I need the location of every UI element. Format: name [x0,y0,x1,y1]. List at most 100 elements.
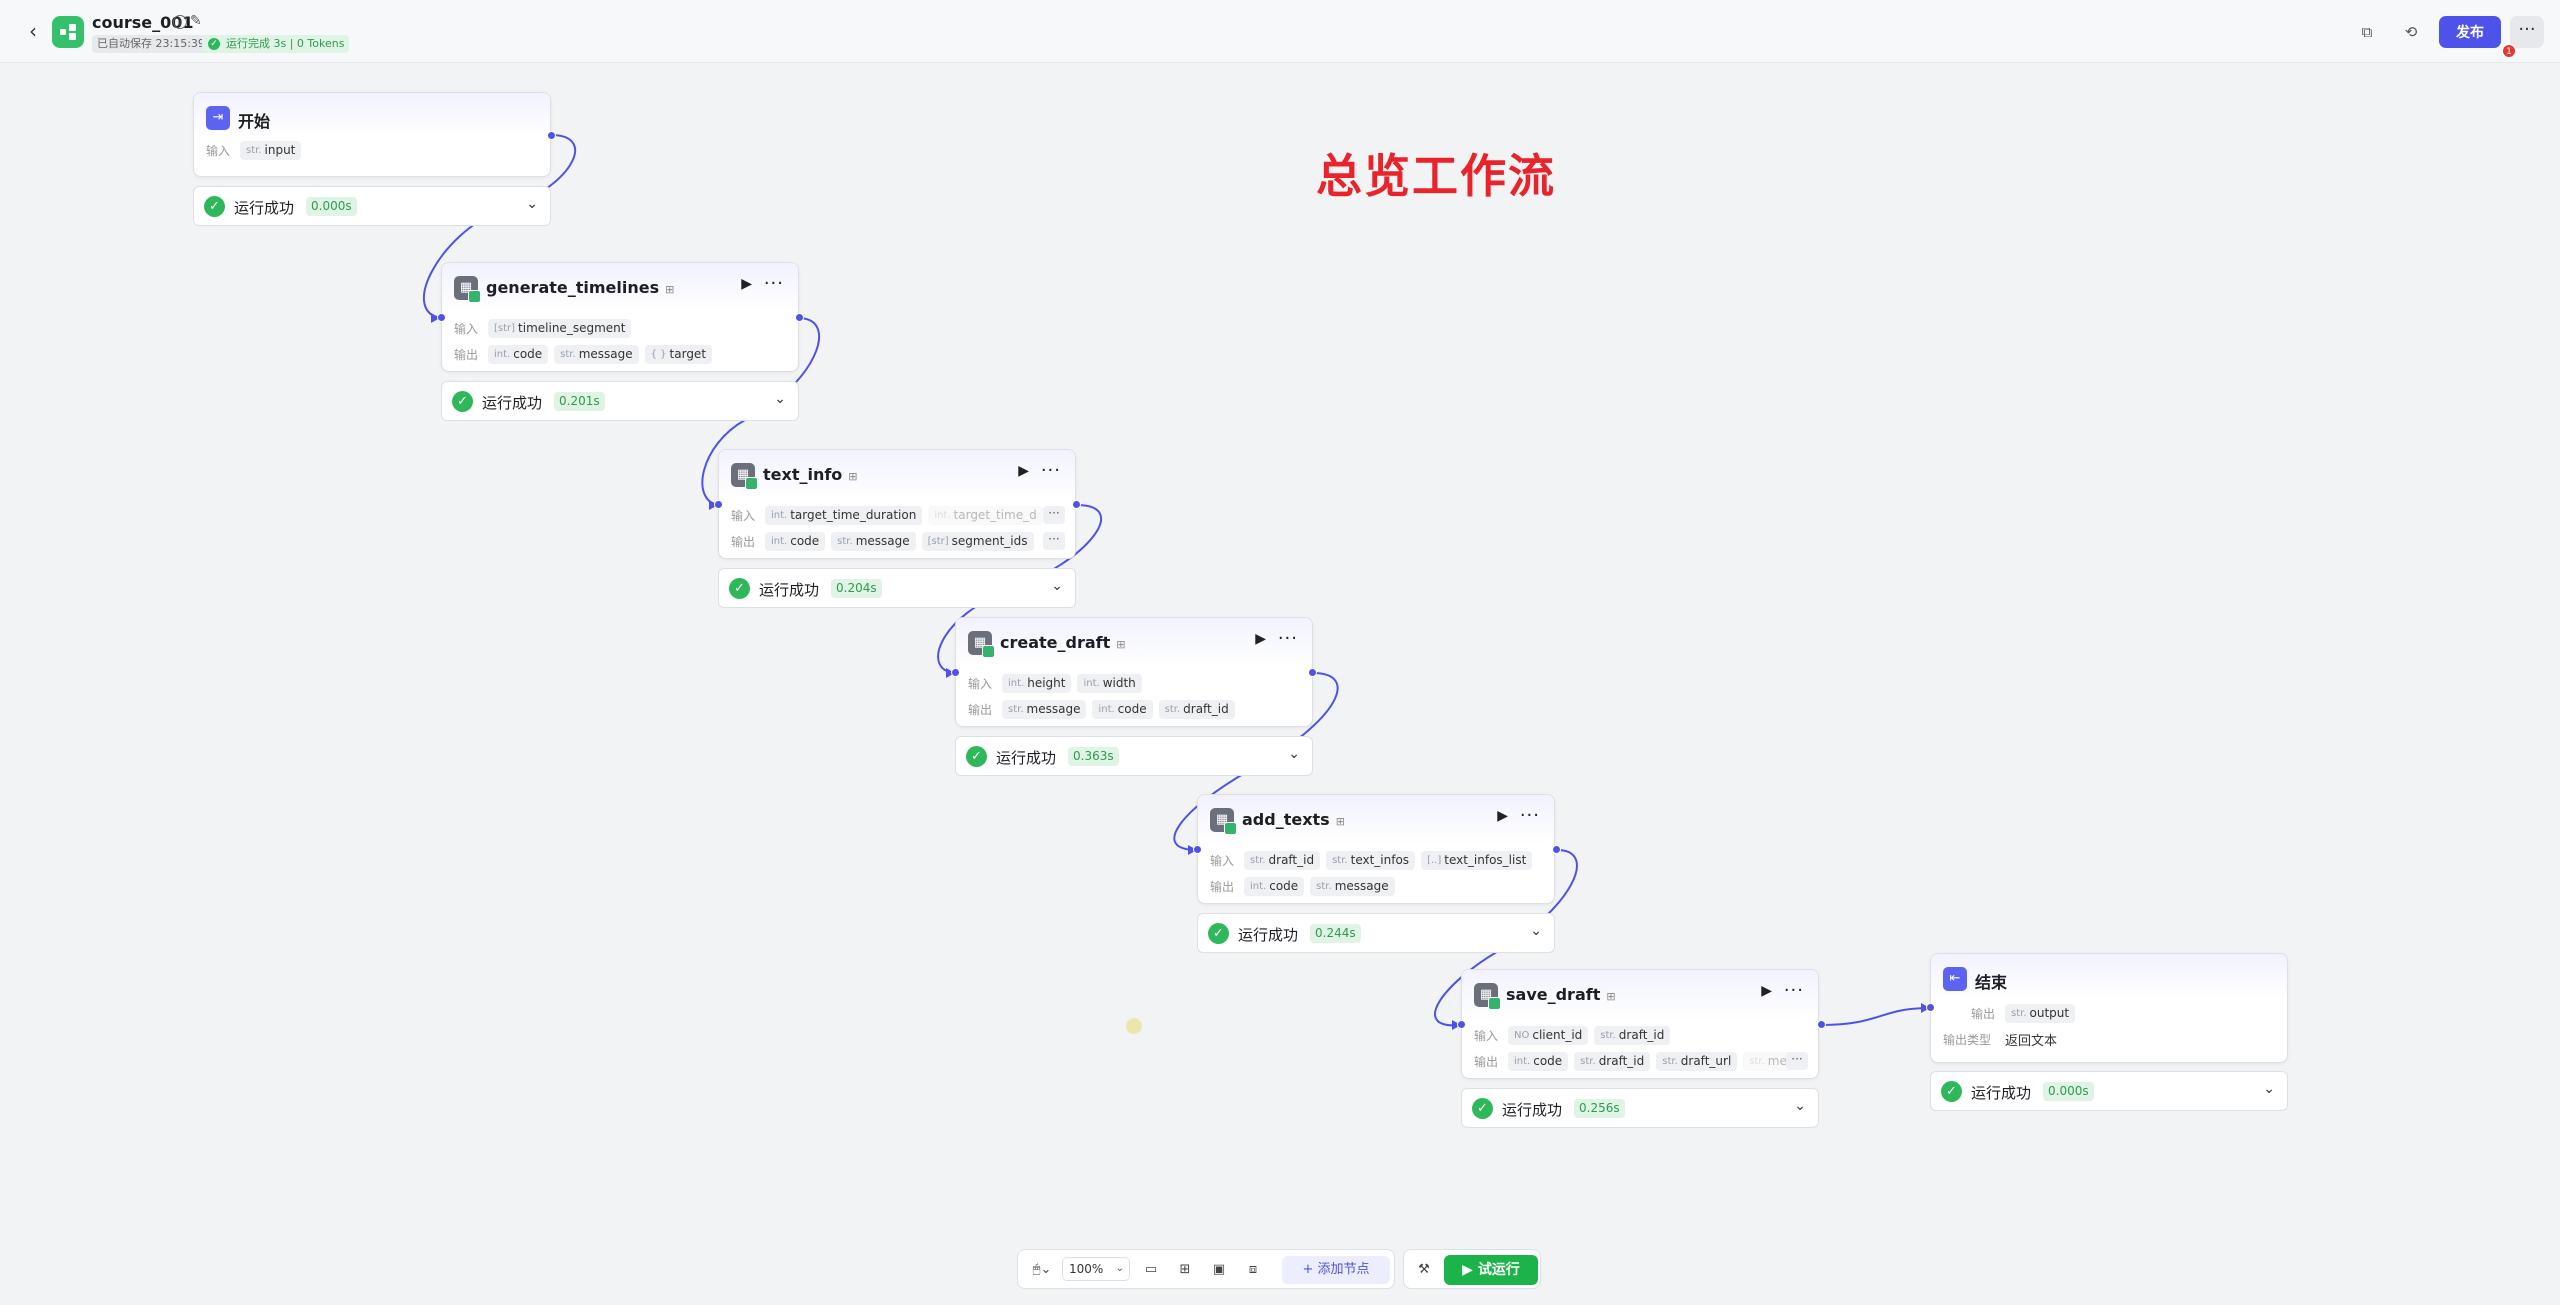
zoom-select[interactable]: 100%⌄ [1062,1257,1130,1281]
trial-run-button[interactable]: ▶ 试运行 [1444,1255,1538,1285]
plugin-badge-icon: ⊞ [1335,815,1345,828]
edge-arrow-generate [431,313,440,323]
param-name: text_infos [1350,853,1410,867]
input-port[interactable] [1926,1003,1935,1012]
node-status-add-texts[interactable]: ✓ 运行成功 0.244s ⌄ [1197,913,1555,953]
node-status-text-info[interactable]: ✓ 运行成功 0.204s ⌄ [718,568,1076,608]
param-name: target_time_duration [790,508,917,522]
input-label: 输入 [1474,1028,1499,1043]
param-type: int. [1083,677,1100,689]
edit-icon[interactable]: ✎ [190,13,202,29]
node-status-start[interactable]: ✓ 运行成功 0.000s ⌄ [193,186,551,226]
check-icon: ✓ [208,38,220,50]
node-generate-timelines[interactable]: ▦ generate_timelines⊞ ▶ ··· 输入 [str]time… [441,262,799,372]
output-port[interactable] [1072,500,1081,509]
chevron-down-icon[interactable]: ⌄ [1288,746,1300,762]
layout-icon[interactable]: ⊞ [1179,1262,1191,1277]
play-icon[interactable]: ▶ [1761,983,1772,999]
success-check-icon: ✓ [204,196,225,217]
more-params-button[interactable]: ··· [1043,532,1065,550]
success-check-icon: ✓ [1941,1081,1962,1102]
node-header: ▦ save_draft⊞ ▶ ··· [1462,970,1818,1020]
plugin-badge-icon: ⊞ [665,283,675,296]
param-type: [str] [927,535,949,547]
comment-icon[interactable]: ▭ [1144,1262,1158,1277]
param-chip: [..]text_infos_list [1421,850,1533,870]
more-params-button[interactable]: ··· [1786,1052,1808,1070]
more-icon[interactable]: ··· [1040,460,1061,481]
node-header: ⇥ 开始 [194,93,550,137]
param-type: int. [1250,880,1267,892]
play-icon[interactable]: ▶ [741,276,752,292]
status-label: 运行成功 [996,749,1057,767]
node-status-end[interactable]: ✓ 运行成功 0.000s ⌄ [1930,1071,2288,1111]
node-title-text: add_texts [1242,810,1330,829]
chevron-left-icon[interactable]: ‹ [29,19,37,43]
play-icon[interactable]: ▶ [1497,808,1508,824]
param-name: segment_ids [951,534,1028,548]
input-port[interactable] [437,313,446,322]
autosave-badge: 已自动保存 23:15:39 [92,35,210,53]
more-menu-button[interactable]: ··· [2510,16,2544,48]
copy-icon[interactable]: ⧉ [2361,23,2373,41]
input-port[interactable] [951,668,960,677]
node-start[interactable]: ⇥ 开始 输入 str.input [193,92,551,177]
param-type: { } [650,348,667,360]
param-name: message [578,347,633,361]
output-port[interactable] [1817,1020,1826,1029]
history-icon[interactable]: ⟲ [2404,23,2418,41]
node-outputs-row: 输出 int.code str.message [1198,873,1554,899]
status-label: 运行成功 [234,199,295,217]
node-add-texts[interactable]: ▦ add_texts⊞ ▶ ··· 输入 str.draft_id str.t… [1197,794,1555,904]
success-check-icon: ✓ [1472,1098,1493,1119]
chevron-down-icon[interactable]: ⌄ [1794,1098,1806,1114]
info-icon[interactable]: i [173,15,187,29]
minimap-icon[interactable]: ⧈ [1248,1262,1258,1277]
param-chip: str.draft_id [1574,1051,1651,1071]
node-status-save-draft[interactable]: ✓ 运行成功 0.256s ⌄ [1461,1088,1819,1128]
more-icon[interactable]: ··· [763,273,784,294]
output-port[interactable] [1308,668,1317,677]
chevron-down-icon[interactable]: ⌄ [774,391,786,407]
mouse-mode-icon[interactable]: 🖱⌄ [1032,1262,1052,1277]
param-type: str. [1332,854,1348,866]
more-icon[interactable]: ··· [1519,805,1540,826]
more-params-button[interactable]: ··· [1043,506,1065,524]
node-end[interactable]: ⇤ 结束 输出 str.output 输出类型 返回文本 [1930,953,2288,1063]
node-outputs-row: 输出 int.code str.message [str]segment_ids… [719,528,1075,554]
input-port[interactable] [1457,1020,1466,1029]
input-port[interactable] [714,500,723,509]
edge-arrow-textinfo [709,500,718,510]
input-port[interactable] [1193,845,1202,854]
output-port[interactable] [1552,845,1561,854]
publish-button[interactable]: 发布 [2439,16,2501,48]
plugin-icon: ▦ [731,463,758,490]
output-label: 输出 [968,702,993,717]
play-icon[interactable]: ▶ [1018,463,1029,479]
param-chip: str.input [240,140,302,160]
output-port[interactable] [795,313,804,322]
chevron-down-icon[interactable]: ⌄ [1051,578,1063,594]
param-name: me [1767,1054,1787,1068]
chevron-down-icon[interactable]: ⌄ [2263,1081,2275,1097]
node-text-info[interactable]: ▦ text_info⊞ ▶ ··· 输入 int.target_time_du… [718,449,1076,559]
chevron-down-icon[interactable]: ⌄ [526,196,538,212]
param-name: code [513,347,543,361]
output-port[interactable] [547,131,556,140]
add-node-button[interactable]: + 添加节点 [1282,1256,1390,1284]
node-status-generate-timelines[interactable]: ✓ 运行成功 0.201s ⌄ [441,381,799,421]
play-icon[interactable]: ▶ [1255,631,1266,647]
node-title: save_draft⊞ [1506,985,1616,1004]
param-chip: str.draft_id [1158,699,1235,719]
zoom-value: 100% [1069,1262,1104,1276]
more-icon[interactable]: ··· [1277,628,1298,649]
plugin-badge-icon: ⊞ [848,470,858,483]
chevron-down-icon[interactable]: ⌄ [1530,923,1542,939]
start-icon: ⇥ [206,106,230,130]
node-status-create-draft[interactable]: ✓ 运行成功 0.363s ⌄ [955,736,1313,776]
node-create-draft[interactable]: ▦ create_draft⊞ ▶ ··· 输入 int.height int.… [955,617,1313,727]
image-icon[interactable]: ▣ [1212,1262,1226,1277]
more-icon[interactable]: ··· [1783,980,1804,1001]
debug-icon[interactable]: ⚒ [1418,1262,1430,1277]
